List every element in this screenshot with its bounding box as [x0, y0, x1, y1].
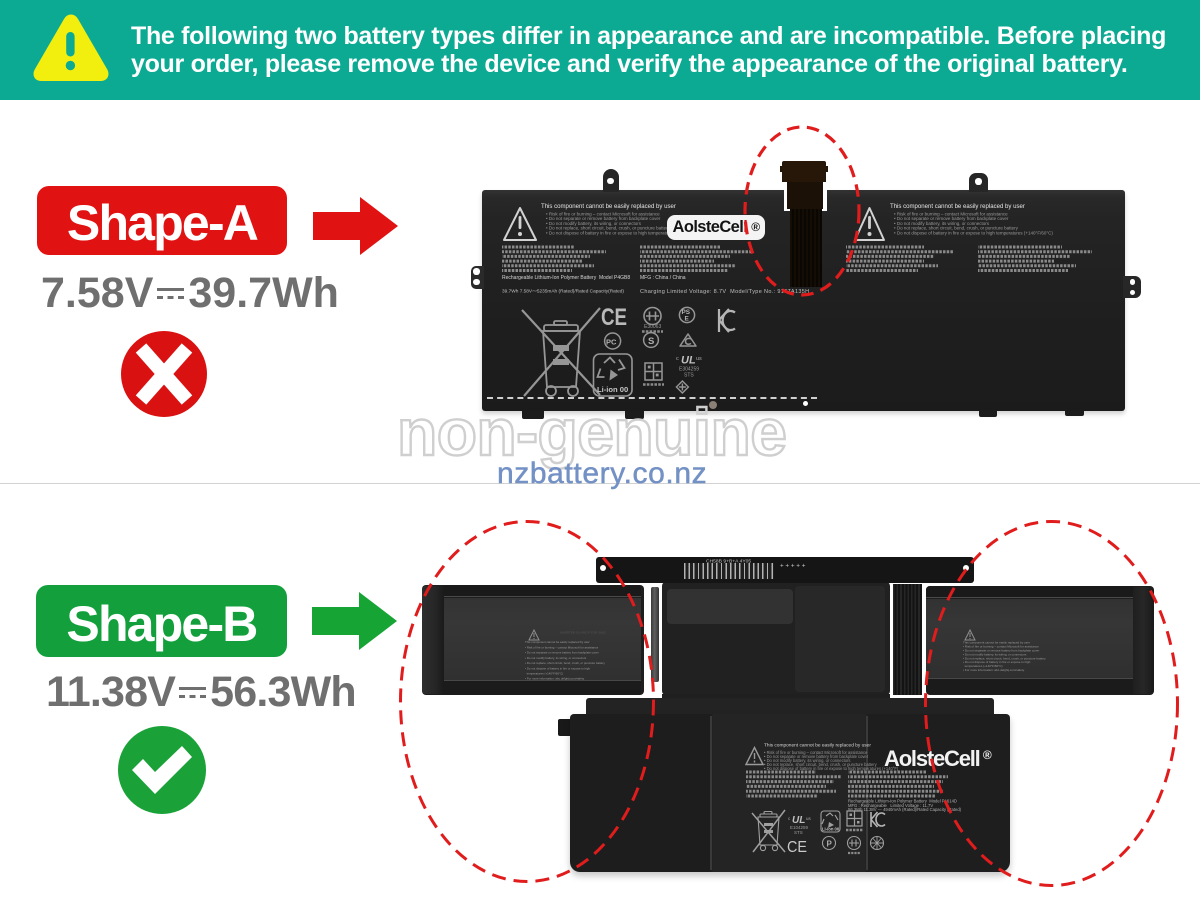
svg-text:STS: STS: [684, 373, 694, 379]
svg-text:Li-ion 00: Li-ion 00: [822, 827, 840, 832]
svg-text:CE: CE: [601, 304, 627, 331]
svg-text:E104259: E104259: [790, 825, 809, 830]
svg-text:us: us: [806, 816, 812, 821]
svg-text:PC: PC: [606, 338, 617, 347]
svg-text:UL: UL: [792, 815, 805, 826]
svg-text:STS: STS: [794, 830, 803, 835]
svg-text:Li-ion 00: Li-ion 00: [597, 385, 628, 394]
svg-text:c: c: [788, 816, 791, 821]
svg-text:E: E: [685, 316, 690, 323]
svg-text:UL: UL: [681, 355, 696, 367]
svg-text:S: S: [648, 336, 654, 347]
svg-text:c: c: [676, 356, 679, 362]
svg-text:CE: CE: [787, 839, 807, 856]
svg-text:P: P: [827, 840, 833, 849]
svg-text:PS: PS: [682, 309, 691, 316]
svg-text:E30063: E30063: [644, 324, 661, 330]
svg-text:us: us: [696, 356, 702, 362]
svg-text:E304259: E304259: [679, 367, 699, 373]
